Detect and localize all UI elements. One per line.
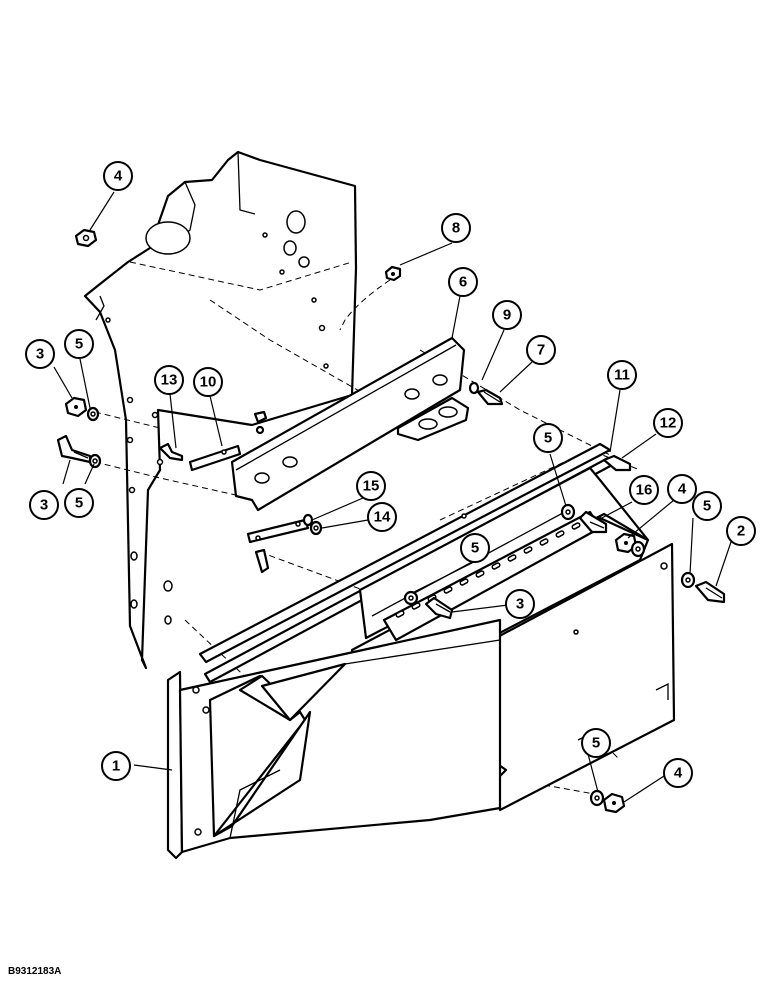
- svg-text:5: 5: [544, 430, 552, 447]
- svg-text:6: 6: [459, 274, 467, 291]
- callout-10: 10: [193, 367, 223, 397]
- callout-15: 15: [356, 471, 386, 501]
- svg-text:11: 11: [614, 367, 630, 384]
- callout-3: 3: [505, 589, 535, 619]
- svg-text:8: 8: [452, 220, 460, 237]
- svg-text:10: 10: [200, 374, 217, 391]
- svg-text:5: 5: [592, 735, 600, 752]
- callout-6: 6: [448, 267, 478, 297]
- callout-11: 11: [607, 360, 637, 390]
- callout-4: 4: [667, 474, 697, 504]
- callout-2: 2: [726, 516, 756, 546]
- svg-text:4: 4: [674, 765, 683, 782]
- callout-3: 3: [25, 339, 55, 369]
- svg-text:16: 16: [636, 482, 653, 499]
- hardware: [56, 228, 726, 814]
- bottom-strip: [246, 518, 310, 544]
- callout-4: 4: [663, 758, 693, 788]
- callout-8: 8: [441, 213, 471, 243]
- callout-14: 14: [367, 502, 397, 532]
- svg-text:2: 2: [737, 523, 745, 540]
- svg-text:4: 4: [114, 168, 123, 185]
- callout-5: 5: [692, 491, 722, 521]
- svg-text:12: 12: [660, 415, 677, 432]
- callout-5: 5: [533, 423, 563, 453]
- callout-12: 12: [653, 408, 683, 438]
- svg-text:3: 3: [36, 346, 44, 363]
- callout-5: 5: [581, 728, 611, 758]
- callout-9: 9: [492, 300, 522, 330]
- svg-text:13: 13: [161, 372, 178, 389]
- leader-lines: [53, 191, 732, 803]
- nut-top: [74, 228, 98, 248]
- loader-upright-frame: [83, 150, 358, 670]
- svg-text:5: 5: [703, 498, 711, 515]
- svg-text:1: 1: [112, 758, 120, 775]
- svg-text:3: 3: [40, 497, 48, 514]
- spacer-plate-10: [188, 444, 242, 472]
- callout-3: 3: [29, 490, 59, 520]
- svg-text:14: 14: [374, 509, 391, 526]
- callout-5: 5: [64, 488, 94, 518]
- svg-text:5: 5: [75, 336, 83, 353]
- nut-8: [384, 265, 402, 282]
- front-panel-1: [166, 618, 502, 860]
- callout-7: 7: [526, 335, 556, 365]
- svg-text:7: 7: [537, 342, 545, 359]
- svg-text:3: 3: [516, 596, 524, 613]
- svg-text:9: 9: [503, 307, 511, 324]
- svg-text:5: 5: [471, 540, 479, 557]
- angle-bracket-6: [230, 336, 470, 512]
- svg-text:15: 15: [363, 478, 380, 495]
- callout-16: 16: [629, 475, 659, 505]
- callout-13: 13: [154, 365, 184, 395]
- drawing-code: B9312183A: [8, 966, 62, 977]
- callout-4: 4: [103, 161, 133, 191]
- callout-5: 5: [64, 329, 94, 359]
- callout-1: 1: [101, 751, 131, 781]
- callout-5: 5: [460, 533, 490, 563]
- svg-text:4: 4: [678, 481, 687, 498]
- svg-text:5: 5: [75, 495, 83, 512]
